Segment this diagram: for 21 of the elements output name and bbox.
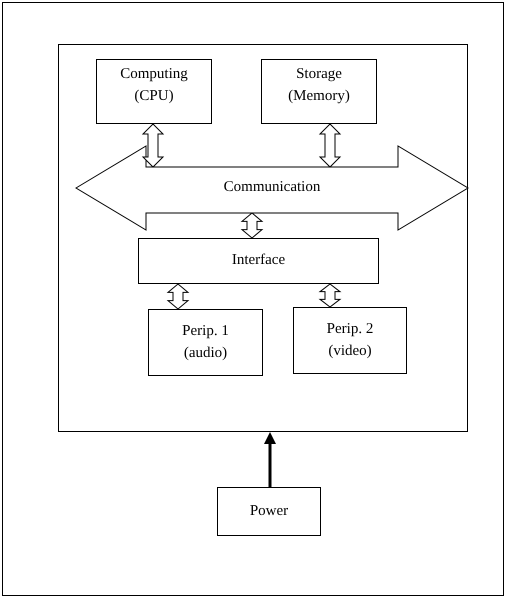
double-block-arrow	[142, 123, 164, 168]
block-box	[96, 59, 212, 124]
node-label: Power	[250, 502, 288, 521]
block-box	[217, 487, 321, 536]
node-label: Storage (Memory)	[287, 65, 351, 106]
system-box	[58, 44, 468, 432]
block-box	[148, 309, 263, 376]
double-block-arrow	[240, 212, 264, 239]
node-label: Perip. 2 (video)	[326, 320, 374, 360]
arrow	[264, 432, 276, 487]
node-label: Perip. 1 (audio)	[181, 322, 230, 362]
block-box	[293, 307, 407, 374]
double-block-arrow	[318, 123, 342, 168]
block-box	[261, 59, 377, 124]
double-block-arrow	[166, 283, 190, 310]
node-label: Computing (CPU)	[119, 65, 189, 106]
node-label: Interface	[232, 251, 286, 270]
block-box	[138, 238, 379, 284]
communication-bus	[76, 146, 468, 230]
double-block-arrow	[318, 283, 342, 308]
node-label: Communication	[224, 178, 320, 198]
